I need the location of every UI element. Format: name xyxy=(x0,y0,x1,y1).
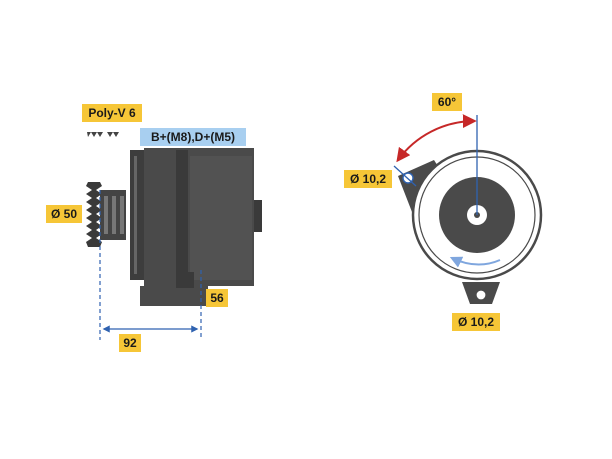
angle-leg xyxy=(393,165,417,187)
side-view: Poly-V 6 B+(M8),D+(M5) Ø 50 56 xyxy=(46,104,262,352)
svg-text:56: 56 xyxy=(210,291,224,305)
svg-text:60°: 60° xyxy=(438,95,456,109)
terminals-label: B+(M8),D+(M5) xyxy=(140,128,246,146)
length-label: 92 xyxy=(119,334,141,352)
svg-text:Ø 10,2: Ø 10,2 xyxy=(458,315,494,329)
svg-text:Poly-V 6: Poly-V 6 xyxy=(88,106,136,120)
belt-groove-icon xyxy=(87,132,119,137)
svg-text:Ø 10,2: Ø 10,2 xyxy=(350,172,386,186)
rotation-arrow xyxy=(449,256,501,268)
lower-mount-hole xyxy=(475,289,487,301)
angle-arc xyxy=(396,114,477,163)
svg-text:B+(M8),D+(M5): B+(M8),D+(M5) xyxy=(151,130,235,144)
svg-text:92: 92 xyxy=(123,336,137,350)
pulley xyxy=(86,182,126,247)
offset-label: 56 xyxy=(206,289,228,307)
alternator-housing xyxy=(130,148,262,306)
svg-text:Ø 50: Ø 50 xyxy=(51,207,77,221)
pulley-diameter-label: Ø 50 xyxy=(46,205,82,223)
upper-hole-label: Ø 10,2 xyxy=(344,170,392,188)
dimension-lines xyxy=(99,190,202,340)
angle-label: 60° xyxy=(432,93,462,111)
lower-hole-label: Ø 10,2 xyxy=(452,313,500,331)
belt-label: Poly-V 6 xyxy=(82,104,142,122)
front-view: 60° Ø 10,2 Ø 10,2 xyxy=(344,93,543,331)
